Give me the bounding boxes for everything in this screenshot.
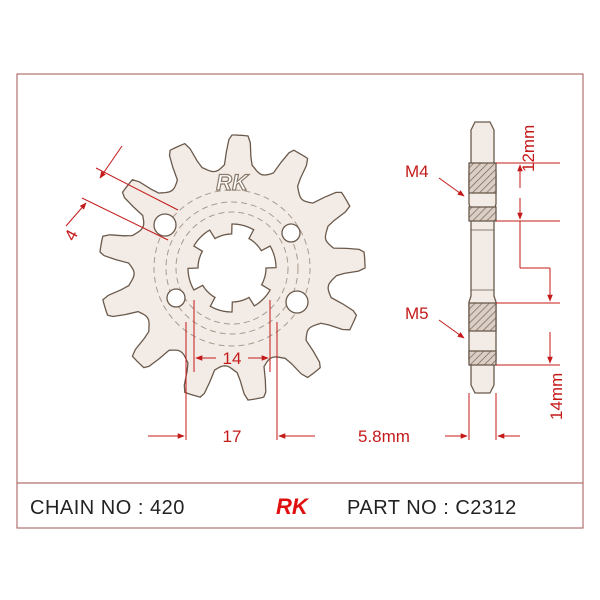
sprocket-side-view <box>468 121 497 394</box>
hatch-upper-1 <box>468 162 497 194</box>
dim-spline-outer-label: 17 <box>223 427 242 446</box>
bolt-upper-label: M4 <box>405 162 429 181</box>
root-circle <box>165 201 299 335</box>
hatch-lower-2 <box>468 350 497 366</box>
sprocket-front-view: RK <box>99 134 366 401</box>
bolt-hole-3 <box>166 288 186 308</box>
bolt-hole-2 <box>281 223 301 243</box>
spline-bore <box>187 223 277 313</box>
dim-upper-height-label: 12mm <box>519 125 538 172</box>
dim-spline-inner-label: 14 <box>223 349 242 368</box>
mount-circle <box>175 211 289 325</box>
brand-logo: RK <box>276 494 310 519</box>
hatch-lower-1 <box>468 302 497 332</box>
chain-number: CHAIN NO : 420 <box>30 497 185 519</box>
part-number: PART NO : C2312 <box>347 497 517 519</box>
dim-side <box>438 162 560 440</box>
dim-lower-height-label: 14mm <box>547 373 566 420</box>
rk-logo: RK <box>216 170 250 195</box>
bolt-hole-1 <box>153 213 177 237</box>
hatch-upper-2 <box>468 206 497 222</box>
dim-tooth-depth-label: 4 <box>61 227 82 244</box>
drawing-frame <box>16 73 584 529</box>
dim-spline <box>148 300 315 440</box>
bolt-lower-label: M5 <box>405 304 429 323</box>
pitch-circle <box>153 189 311 347</box>
bolt-hole-4 <box>285 290 309 314</box>
dim-thickness-label: 5.8mm <box>358 427 410 446</box>
dim-tooth-depth <box>65 145 179 241</box>
